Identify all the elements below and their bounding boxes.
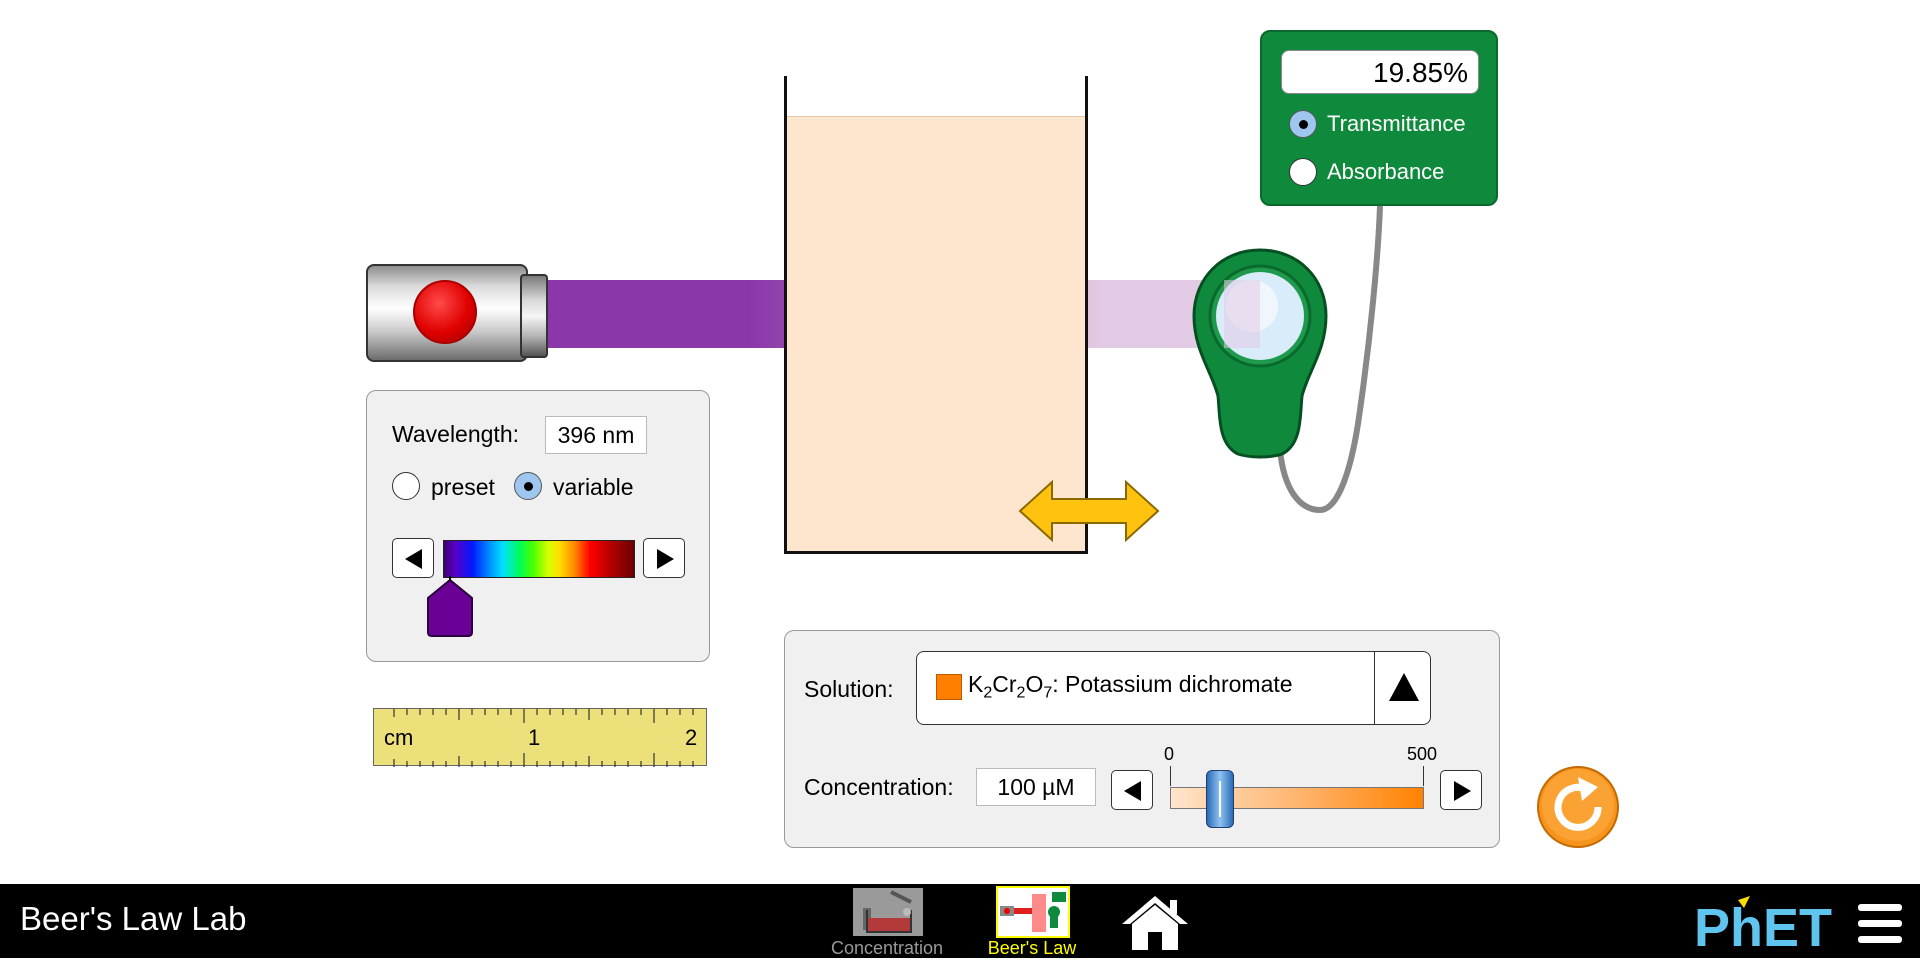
arrow-right-icon bbox=[657, 549, 674, 569]
wavelength-panel bbox=[366, 390, 710, 662]
formula-o: O bbox=[1025, 671, 1044, 697]
arrow-right-icon bbox=[1454, 781, 1471, 801]
beers-law-screen-icon bbox=[996, 886, 1070, 938]
ruler-ticks bbox=[393, 709, 694, 767]
hamburger-menu-icon[interactable] bbox=[1858, 904, 1902, 944]
meter-readout: 19.85% bbox=[1281, 50, 1479, 94]
concentration-screen-icon bbox=[853, 888, 923, 936]
wavelength-spectrum-slider[interactable] bbox=[443, 540, 635, 578]
light-on-off-button[interactable] bbox=[413, 280, 477, 344]
detector-wire bbox=[1277, 205, 1383, 514]
triangle-up-icon[interactable] bbox=[1387, 671, 1421, 703]
wavelength-value: 396 nm bbox=[545, 416, 647, 454]
concentration-min-tick bbox=[1170, 766, 1171, 786]
wavelength-decrease-button[interactable] bbox=[392, 538, 434, 578]
tab-beers-law[interactable]: Beer's Law bbox=[962, 886, 1102, 958]
concentration-slider-thumb[interactable] bbox=[1206, 770, 1234, 828]
concentration-max-label: 500 bbox=[1407, 744, 1438, 764]
formula-cr: Cr bbox=[992, 671, 1017, 697]
light-nozzle bbox=[520, 274, 548, 358]
reset-icon[interactable] bbox=[1536, 765, 1620, 849]
solution-color-swatch bbox=[936, 674, 962, 700]
formula-k-sub: 2 bbox=[983, 684, 993, 702]
preset-radio[interactable] bbox=[392, 472, 420, 500]
tab-concentration-label: Concentration bbox=[830, 938, 944, 958]
ruler-unit: cm bbox=[384, 725, 414, 750]
formula-cr-sub: 2 bbox=[1016, 684, 1026, 702]
transmittance-radio[interactable] bbox=[1289, 110, 1317, 138]
arrow-left-icon bbox=[1124, 781, 1141, 801]
wavelength-slider-thumb[interactable] bbox=[426, 576, 474, 638]
formula-k: K bbox=[968, 671, 984, 697]
solution-label: Solution: bbox=[804, 676, 894, 702]
preset-label: preset bbox=[431, 474, 495, 500]
navigation-bar bbox=[0, 884, 1920, 958]
concentration-decrease-button[interactable] bbox=[1111, 770, 1153, 810]
wavelength-label: Wavelength: bbox=[392, 421, 519, 447]
app-title: Beer's Law Lab bbox=[20, 900, 247, 937]
svg-text:PhET: PhET bbox=[1694, 898, 1832, 950]
arrow-left-icon bbox=[405, 549, 422, 569]
absorbance-radio[interactable] bbox=[1289, 158, 1317, 186]
concentration-label: Concentration: bbox=[804, 774, 954, 800]
formula-o-sub: 7 bbox=[1043, 684, 1053, 702]
transmittance-label: Transmittance bbox=[1327, 111, 1466, 136]
concentration-max-tick bbox=[1423, 766, 1424, 786]
cuvette bbox=[784, 76, 1088, 554]
concentration-increase-button[interactable] bbox=[1440, 770, 1482, 810]
ruler-mark-1: 1 bbox=[528, 725, 541, 750]
ruler[interactable]: cm 1 2 bbox=[373, 708, 707, 767]
phet-logo: PhET bbox=[1694, 896, 1832, 950]
combo-separator bbox=[1374, 651, 1375, 725]
variable-label: variable bbox=[553, 474, 634, 500]
absorbance-label: Absorbance bbox=[1327, 159, 1445, 184]
home-icon[interactable] bbox=[1120, 892, 1190, 952]
solution-selected-text: K2Cr2O7: Potassium dichromate bbox=[968, 671, 1293, 703]
solution-name: : Potassium dichromate bbox=[1052, 671, 1293, 697]
wavelength-increase-button[interactable] bbox=[643, 538, 685, 578]
tab-beers-law-label: Beer's Law bbox=[987, 938, 1077, 958]
solution-combo-box[interactable] bbox=[916, 651, 1431, 725]
detector-probe-icon[interactable] bbox=[1190, 246, 1330, 460]
solution-in-cuvette bbox=[787, 116, 1085, 553]
concentration-value: 100 µM bbox=[976, 768, 1096, 806]
concentration-min-label: 0 bbox=[1164, 744, 1175, 764]
ruler-mark-2: 2 bbox=[685, 725, 698, 750]
double-arrow-icon[interactable] bbox=[1018, 480, 1160, 542]
tab-concentration[interactable]: Concentration bbox=[817, 886, 957, 958]
variable-radio[interactable] bbox=[514, 472, 542, 500]
